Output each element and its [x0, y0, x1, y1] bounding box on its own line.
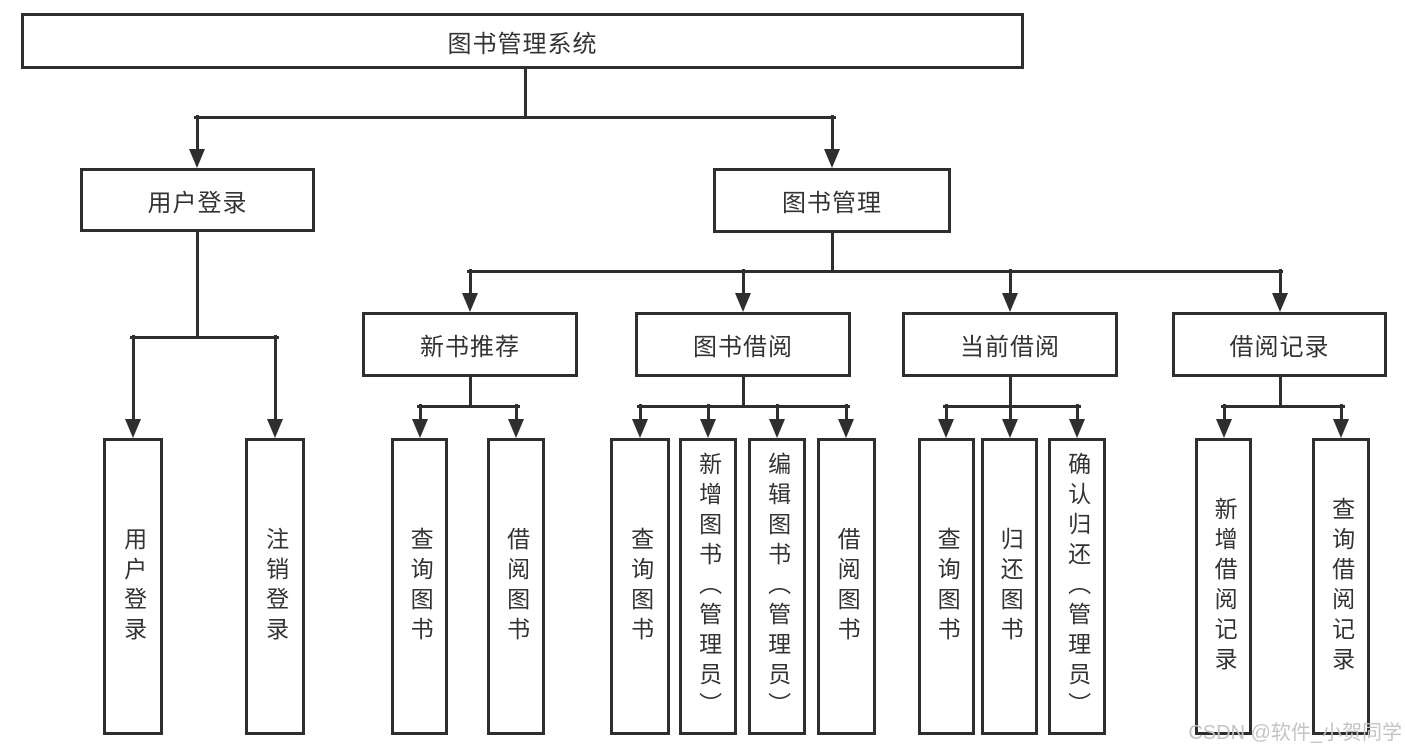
connector-vline — [1222, 403, 1226, 423]
connector-hline — [1220, 404, 1345, 408]
node-leaf-cb-query: 查询图书 — [918, 438, 975, 735]
node-leaf-br-add: 新增借阅记录 — [1195, 438, 1252, 735]
arrow-down-icon — [412, 419, 428, 438]
connector-vline — [638, 403, 642, 423]
node-label: 用户登录 — [147, 189, 248, 217]
connector-vline — [775, 403, 779, 423]
arrow-down-icon — [267, 419, 283, 438]
node-leaf-bb-query: 查询图书 — [610, 438, 670, 735]
connector-hline — [636, 404, 850, 408]
connector-vline — [1339, 403, 1343, 423]
csdn-watermark: CSDN @软件_小贺同学 — [1188, 722, 1402, 744]
node-leaf-bb-edit: 编辑图书（管理员） — [748, 438, 806, 735]
connector-hline — [193, 115, 836, 119]
arrow-down-icon — [769, 419, 785, 438]
connector-vline — [741, 375, 745, 408]
arrow-down-icon — [1002, 419, 1018, 438]
arrow-down-icon — [735, 293, 751, 312]
connector-vline — [514, 403, 518, 423]
arrow-down-icon — [189, 149, 205, 168]
connector-vline — [195, 230, 199, 339]
connector-vline — [468, 375, 472, 408]
connector-hline — [466, 269, 1283, 273]
connector-vline — [944, 403, 948, 423]
connector-vline — [195, 114, 199, 153]
node-label: 借阅图书 — [503, 526, 530, 647]
connector-vline — [1075, 403, 1079, 423]
node-leaf-bb-borrow: 借阅图书 — [817, 438, 876, 735]
arrow-down-icon — [838, 419, 854, 438]
connector-vline — [1278, 375, 1282, 408]
node-label: 图书管理 — [782, 190, 882, 217]
connector-hline — [129, 335, 279, 339]
node-label: 查询借阅记录 — [1328, 496, 1355, 677]
node-leaf-nbr-query: 查询图书 — [391, 438, 448, 735]
node-label: 查询图书 — [407, 526, 434, 647]
node-leaf-bb-add: 新增图书（管理员） — [679, 438, 737, 735]
node-new-book-rec: 新书推荐 — [362, 312, 578, 377]
arrow-down-icon — [1333, 419, 1349, 438]
connector-vline — [1008, 268, 1012, 297]
node-book-mgmt: 图书管理 — [713, 168, 951, 233]
node-leaf-cb-confirm: 确认归还（管理员） — [1048, 438, 1106, 735]
node-label: 图书借阅 — [693, 334, 793, 361]
connector-hline — [416, 404, 520, 408]
connector-vline — [706, 403, 710, 423]
arrow-down-icon — [824, 149, 840, 168]
node-root: 图书管理系统 — [21, 13, 1024, 69]
connector-vline — [418, 403, 422, 423]
arrow-down-icon — [462, 293, 478, 312]
node-user-login: 用户登录 — [80, 168, 315, 232]
node-label: 新增借阅记录 — [1211, 496, 1238, 677]
connector-vline — [273, 334, 277, 423]
node-label: 确认归还（管理员） — [1064, 451, 1091, 722]
connector-vline — [830, 231, 834, 273]
node-label: 查询图书 — [934, 526, 961, 647]
node-leaf-cb-return: 归还图书 — [981, 438, 1038, 735]
arrow-down-icon — [1216, 419, 1232, 438]
node-current-borrow: 当前借阅 — [902, 312, 1118, 377]
node-label: 借阅记录 — [1229, 334, 1330, 361]
node-label: 归还图书 — [997, 526, 1024, 647]
node-book-borrow: 图书借阅 — [635, 312, 851, 377]
connector-vline — [468, 268, 472, 297]
arrow-down-icon — [632, 419, 648, 438]
arrow-down-icon — [1272, 293, 1288, 312]
connector-vline — [1008, 403, 1012, 423]
node-label: 编辑图书（管理员） — [764, 451, 791, 722]
node-label: 查询图书 — [627, 526, 654, 647]
arrow-down-icon — [938, 419, 954, 438]
arrow-down-icon — [125, 419, 141, 438]
arrow-down-icon — [508, 419, 524, 438]
node-leaf-br-query: 查询借阅记录 — [1312, 438, 1370, 735]
connector-vline — [844, 403, 848, 423]
node-label: 当前借阅 — [960, 334, 1060, 361]
node-leaf-logout: 注销登录 — [245, 438, 305, 735]
arrow-down-icon — [700, 419, 716, 438]
connector-vline — [1278, 268, 1282, 297]
connector-vline — [131, 334, 135, 423]
arrow-down-icon — [1002, 293, 1018, 312]
node-leaf-user-login: 用户登录 — [103, 438, 163, 735]
connector-hline — [942, 404, 1081, 408]
node-leaf-nbr-borrow: 借阅图书 — [487, 438, 545, 735]
node-label: 图书管理系统 — [447, 30, 598, 58]
connector-vline — [1008, 375, 1012, 408]
connector-vline — [830, 114, 834, 153]
node-label: 新增图书（管理员） — [695, 451, 722, 722]
connector-vline — [523, 67, 527, 119]
node-label: 借阅图书 — [834, 526, 861, 647]
node-label: 新书推荐 — [420, 334, 520, 361]
node-label: 注销登录 — [262, 526, 289, 647]
connector-vline — [741, 268, 745, 297]
node-borrow-records: 借阅记录 — [1172, 312, 1387, 377]
arrow-down-icon — [1069, 419, 1085, 438]
node-label: 用户登录 — [120, 526, 147, 647]
